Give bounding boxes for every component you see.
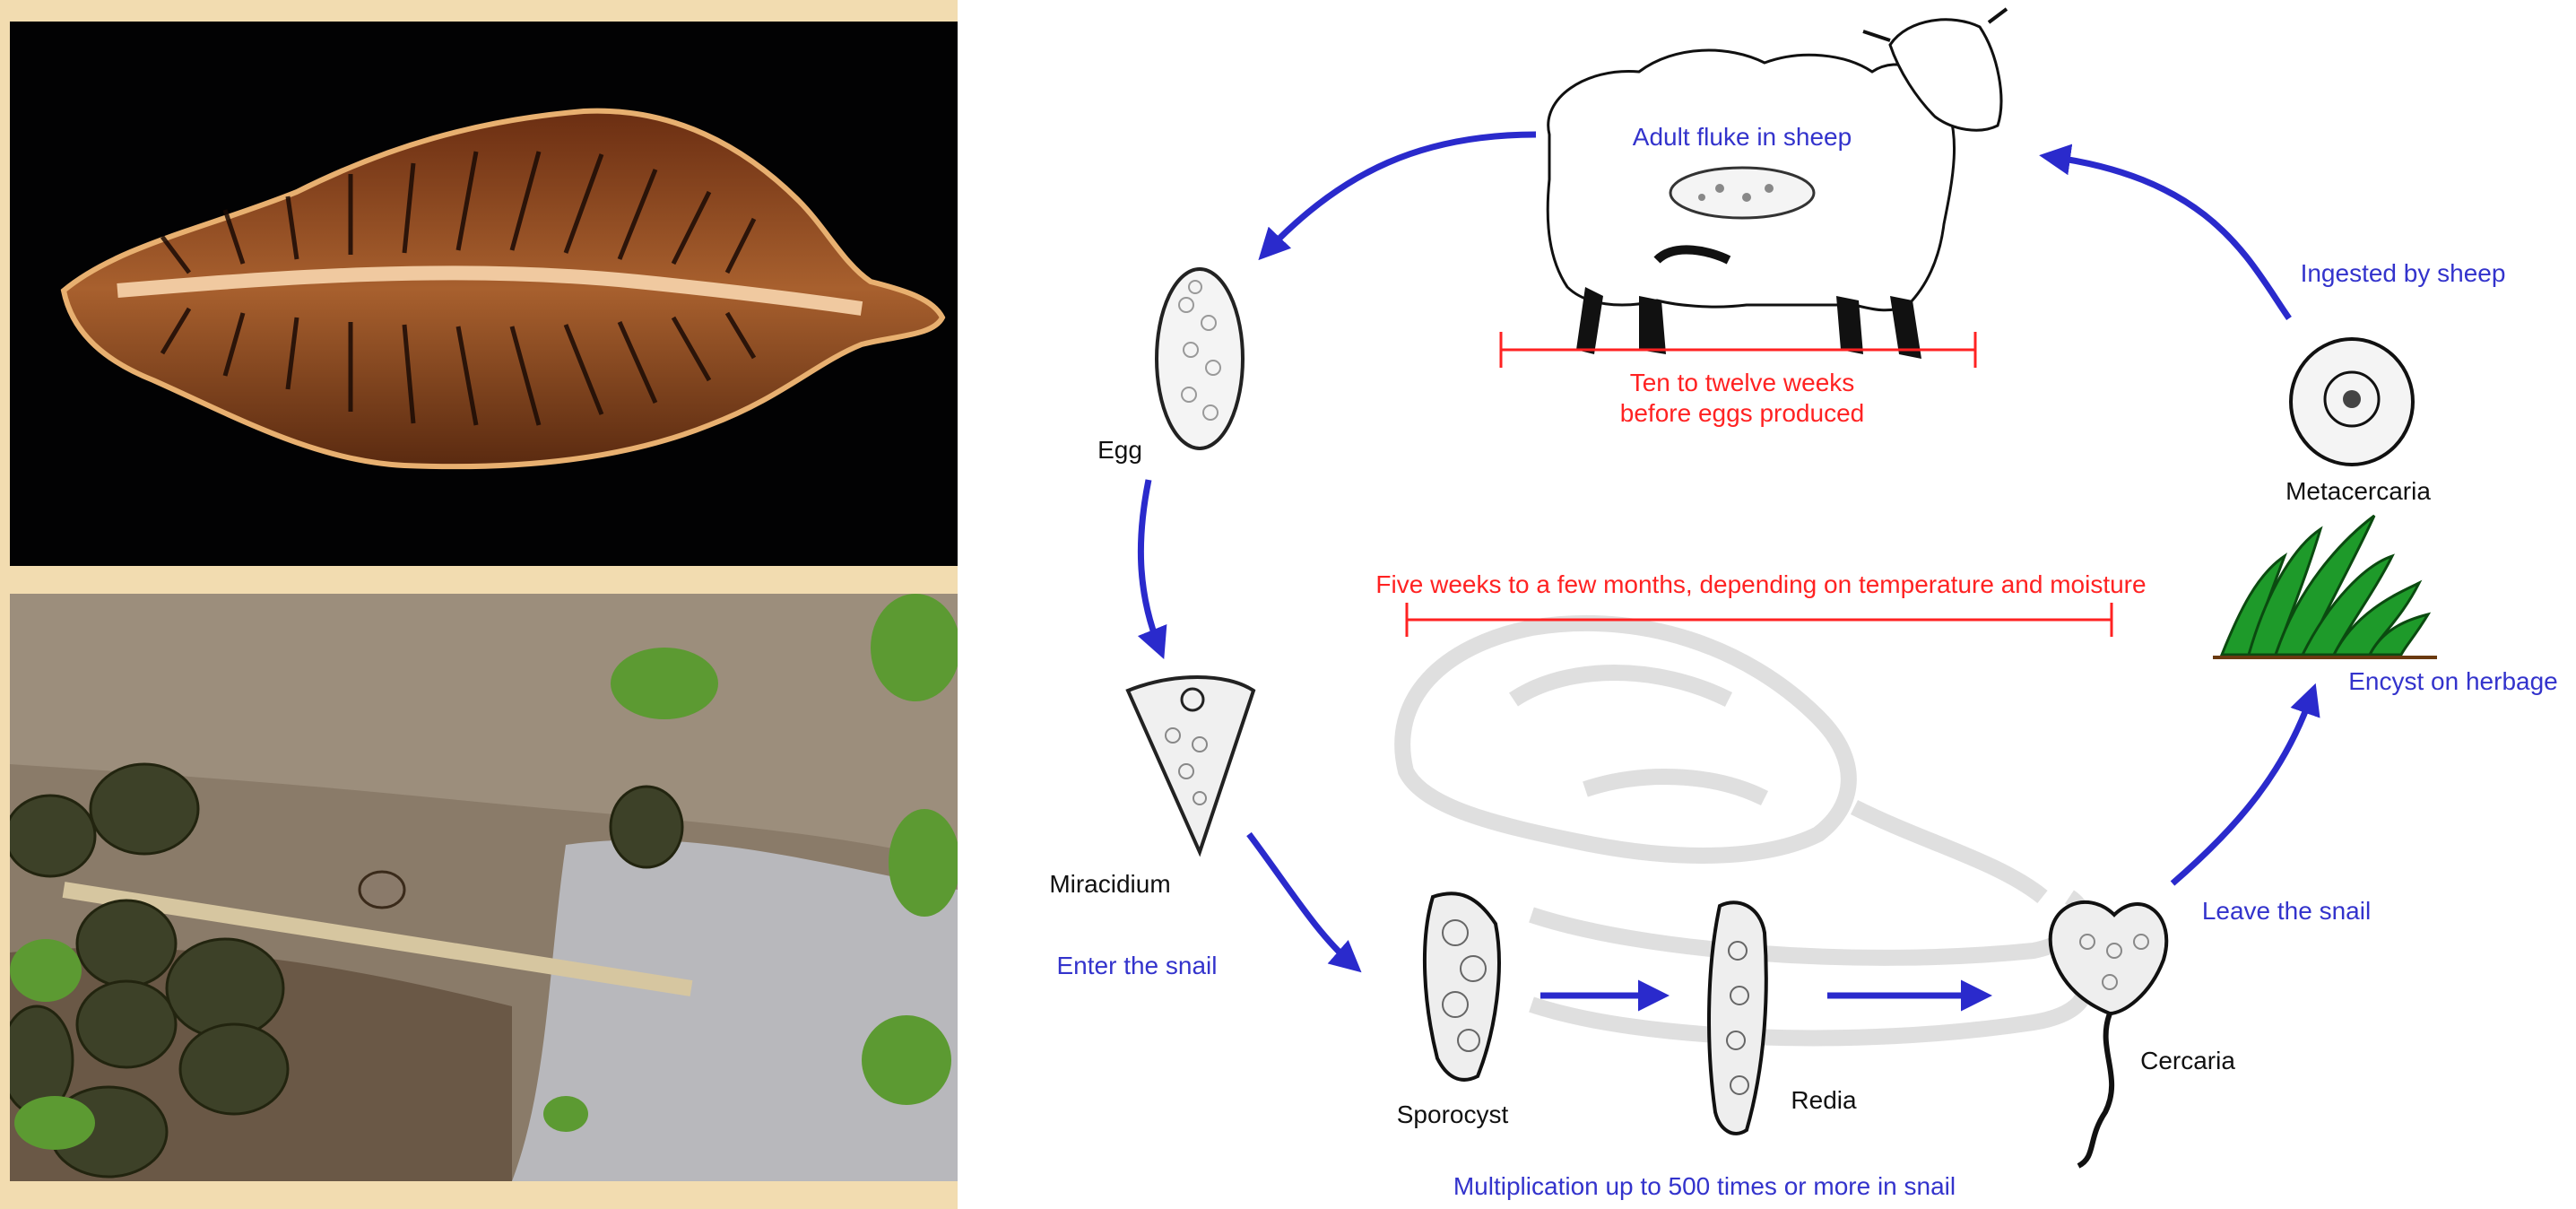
- label-encyst-on-herbage: Encyst on herbage: [2348, 667, 2558, 695]
- arrow-egg-to-miracidium: [1141, 480, 1159, 648]
- snails-in-mud-photo: [10, 594, 958, 1181]
- arrow-cercaria-to-herbage: [2173, 695, 2311, 883]
- sporocyst-icon: [1425, 893, 1499, 1080]
- miracidium-icon: [1128, 677, 1253, 852]
- redia-icon: [1709, 902, 1766, 1134]
- label-metacercaria: Metacercaria: [2285, 477, 2431, 505]
- photo-panel: [0, 0, 958, 1209]
- label-leave-the-snail: Leave the snail: [2202, 897, 2371, 925]
- label-adult-fluke-in-sheep: Adult fluke in sheep: [1633, 123, 1852, 151]
- label-five-weeks: Five weeks to a few months, depending on…: [1375, 570, 2146, 598]
- cercaria-icon: [2051, 902, 2167, 1166]
- liver-fluke-photo: [10, 22, 958, 566]
- arrow-miracidium-to-snail: [1249, 834, 1352, 964]
- sheep-icon: [1548, 9, 2007, 359]
- label-ten-weeks-line1: Ten to twelve weeks: [1630, 369, 1855, 396]
- label-multiplication: Multiplication up to 500 times or more i…: [1453, 1172, 1956, 1200]
- label-egg: Egg: [1097, 436, 1142, 464]
- arrow-metacercaria-to-sheep: [2051, 157, 2289, 318]
- egg-icon: [1157, 269, 1243, 448]
- arrow-sheep-to-egg: [1267, 135, 1536, 251]
- label-enter-the-snail: Enter the snail: [1057, 952, 1218, 979]
- label-redia: Redia: [1791, 1086, 1857, 1114]
- metacercaria-icon: [2291, 339, 2413, 465]
- liver-fluke-life-cycle-diagram: Adult fluke in sheep Ten to twelve weeks…: [958, 0, 2576, 1209]
- label-ten-weeks-line2: before eggs produced: [1620, 399, 1864, 427]
- label-sporocyst: Sporocyst: [1397, 1100, 1509, 1128]
- grass-icon: [2213, 516, 2437, 657]
- label-cercaria: Cercaria: [2140, 1047, 2235, 1074]
- label-miracidium: Miracidium: [1049, 870, 1170, 898]
- label-ingested-by-sheep: Ingested by sheep: [2301, 259, 2506, 287]
